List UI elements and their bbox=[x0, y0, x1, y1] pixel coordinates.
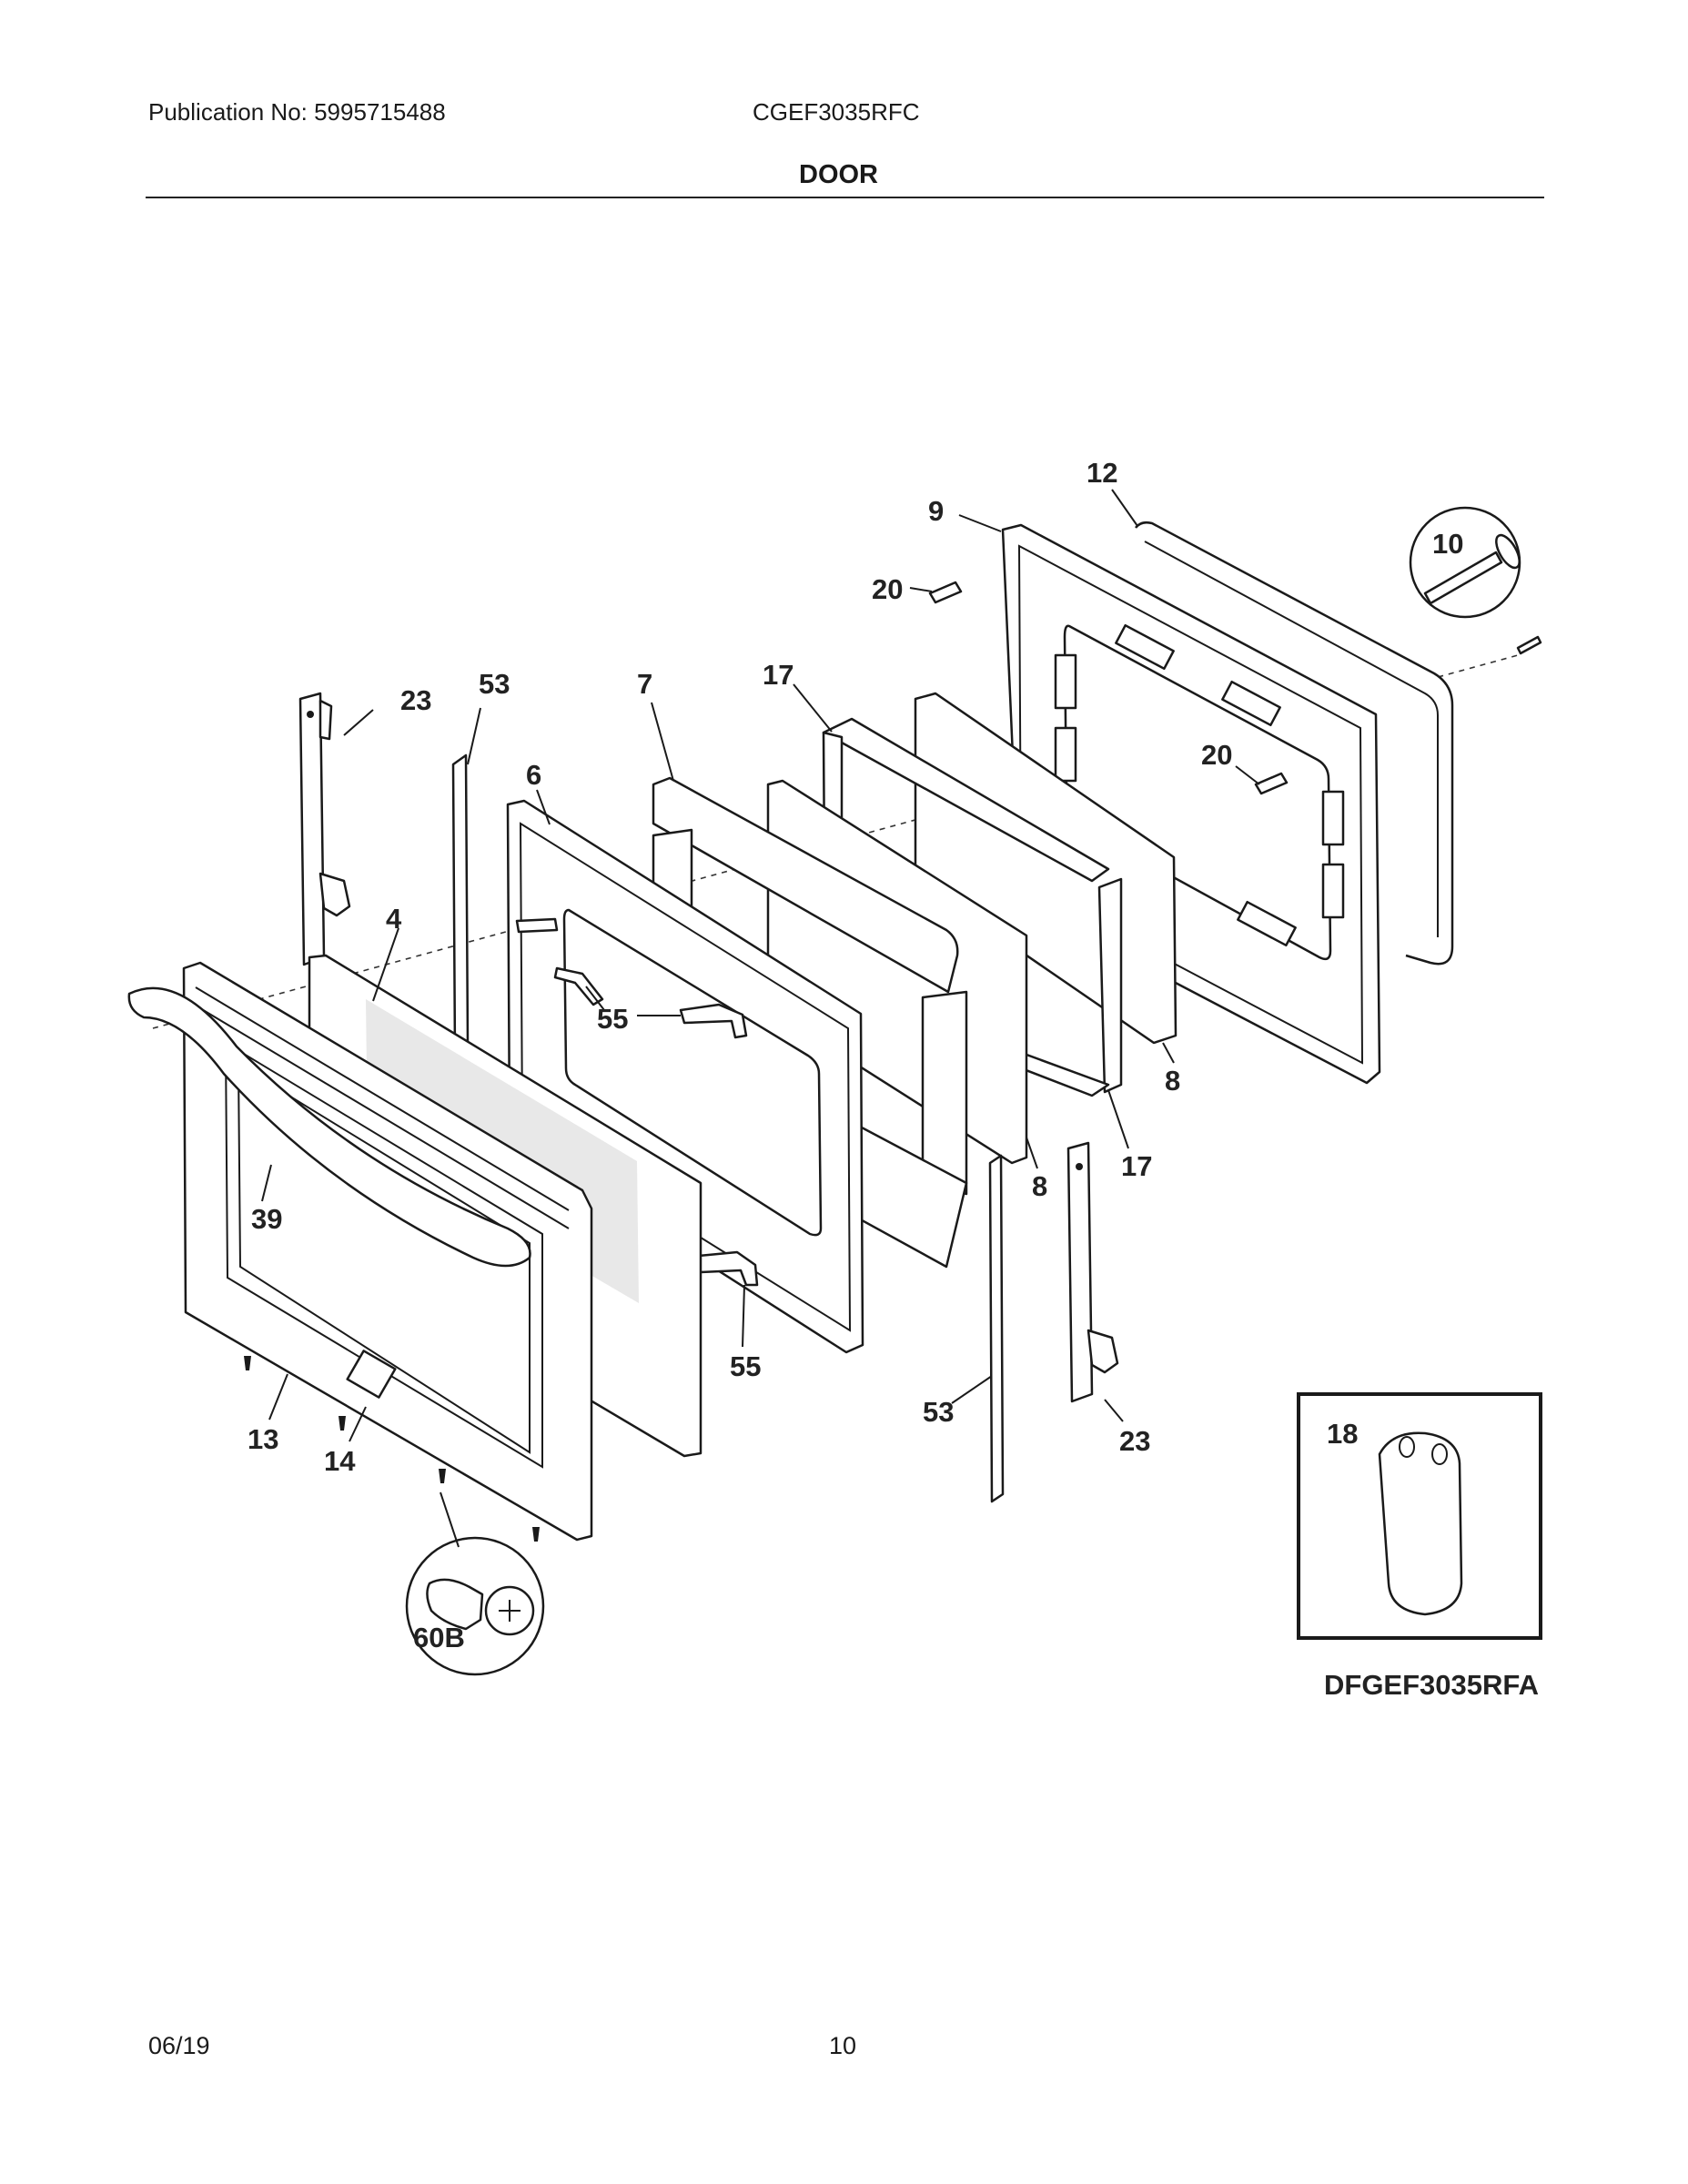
part-6-inner-door bbox=[506, 799, 864, 1354]
label-23-bottom: 23 bbox=[1119, 1425, 1150, 1457]
model-number: CGEF3035RFC bbox=[753, 98, 920, 126]
label-8-right: 8 bbox=[1165, 1065, 1180, 1097]
label-8-center: 8 bbox=[1032, 1170, 1047, 1202]
part-23-hinge-right bbox=[1066, 1141, 1119, 1403]
part-55-brackets bbox=[553, 966, 759, 1287]
leader-lines bbox=[261, 489, 1260, 1548]
part-53-trim-right bbox=[988, 1154, 1005, 1503]
label-17-top: 17 bbox=[763, 659, 793, 691]
label-60b: 60B bbox=[413, 1622, 465, 1653]
label-53-top: 53 bbox=[479, 668, 510, 700]
label-53-bottom: 53 bbox=[923, 1396, 954, 1428]
label-13: 13 bbox=[248, 1423, 278, 1455]
diagram-code: DFGEF3035RFA bbox=[1324, 1669, 1539, 1701]
label-12: 12 bbox=[1087, 457, 1117, 489]
part-20-clips bbox=[928, 581, 1289, 795]
page-number: 10 bbox=[829, 2032, 857, 2059]
label-18: 18 bbox=[1327, 1418, 1358, 1450]
section-title: DOOR bbox=[799, 160, 878, 189]
part-10-screw-detail bbox=[1409, 506, 1542, 655]
footer-date: 06/19 bbox=[148, 2032, 210, 2059]
label-55-top: 55 bbox=[597, 1003, 628, 1035]
publication-number: Publication No: 5995715488 bbox=[148, 98, 446, 126]
label-7: 7 bbox=[637, 668, 652, 700]
label-55-bottom: 55 bbox=[730, 1350, 761, 1382]
label-4: 4 bbox=[386, 903, 402, 935]
part-60b-screw-detail bbox=[405, 1536, 545, 1676]
part-14-screws bbox=[244, 1356, 540, 1542]
label-14: 14 bbox=[324, 1445, 356, 1477]
label-10: 10 bbox=[1432, 528, 1463, 560]
label-9: 9 bbox=[928, 495, 944, 527]
label-20-top: 20 bbox=[872, 573, 903, 605]
label-23-top: 23 bbox=[400, 684, 431, 716]
label-20-right: 20 bbox=[1201, 739, 1232, 771]
header-rule bbox=[146, 197, 1544, 198]
part-9-back-panel bbox=[1001, 523, 1381, 1085]
label-39: 39 bbox=[251, 1203, 282, 1235]
part-23-hinge-left bbox=[298, 692, 351, 966]
label-17-bottom: 17 bbox=[1121, 1150, 1152, 1182]
part-39-handle bbox=[127, 986, 531, 1268]
part-53-trim-left bbox=[451, 753, 470, 1057]
part-number-labels: 12 9 10 20 20 23 53 7 17 6 4 55 39 8 8 1… bbox=[248, 457, 1539, 1701]
label-6: 6 bbox=[526, 759, 541, 791]
part-18-detail-box bbox=[1297, 1392, 1542, 1640]
